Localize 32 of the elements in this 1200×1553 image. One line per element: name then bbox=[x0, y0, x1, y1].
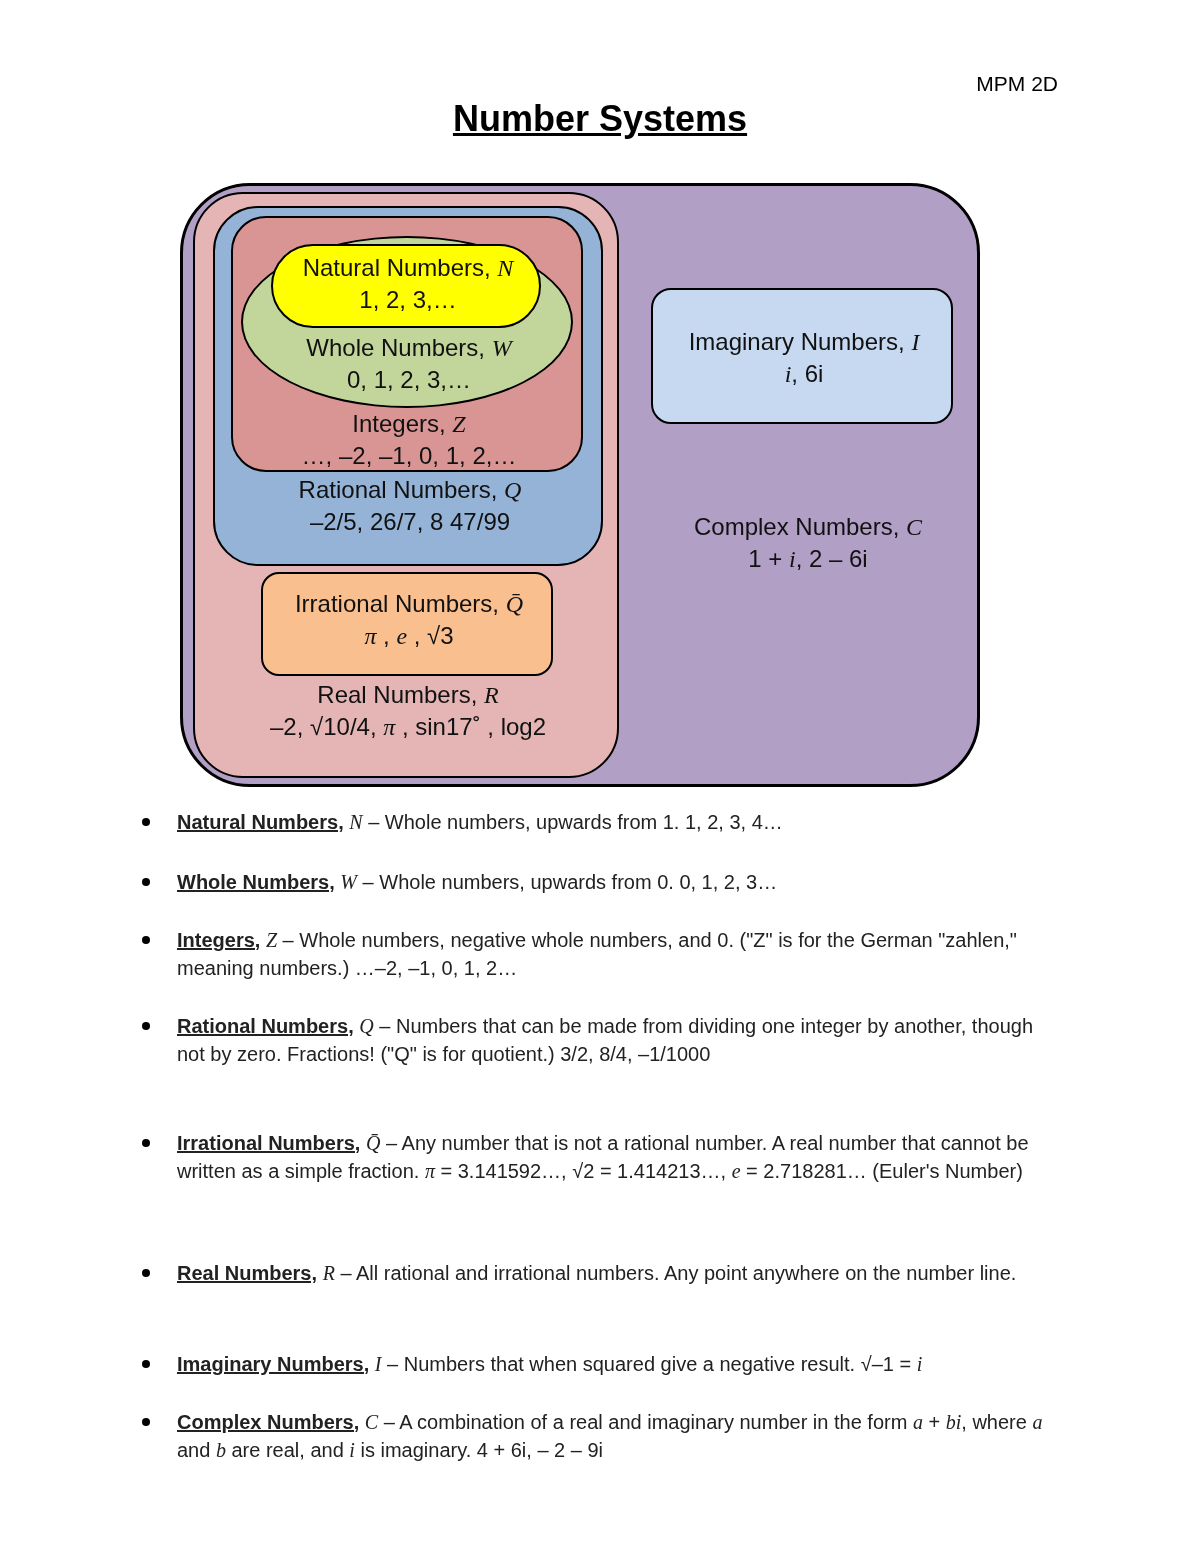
set-examples: –2/5, 26/7, 8 47/99 bbox=[309, 507, 511, 537]
set-examples: π , e , √3 bbox=[364, 621, 454, 651]
set-region bbox=[651, 288, 953, 424]
set-examples: …, –2, –1, 0, 1, 2,… bbox=[301, 441, 517, 471]
set-examples: 1, 2, 3,… bbox=[359, 285, 457, 315]
set-region bbox=[193, 192, 619, 778]
course-code: MPM 2D bbox=[976, 72, 1058, 96]
definition-text: Irrational Numbers, Q̄ – Any number that is not a rational number. A real number that cannot be written as a simple fraction. π = 3.141592…, √2 = 1.414213…, e = 2.718281… (Euler's Number) bbox=[177, 1131, 1030, 1184]
set-label: Whole Numbers, W bbox=[306, 333, 512, 363]
definition-text: Whole Numbers, W – Whole numbers, upwards from 0. 0, 1, 2, 3… bbox=[177, 870, 779, 895]
definition-text: Real Numbers, R – All rational and irrational numbers. Any point anywhere on the number line. bbox=[177, 1261, 1018, 1286]
set-examples: i, 6i bbox=[784, 359, 824, 389]
set-label: Real Numbers, R bbox=[317, 680, 499, 710]
set-label: Complex Numbers, C bbox=[693, 512, 923, 542]
definition-text: Integers, Z – Whole numbers, negative whole numbers, and 0. ("Z" is for the German "zahlen," meaning numbers.) …–2, –1, 0, 1, 2… bbox=[177, 928, 1018, 981]
set-region bbox=[213, 206, 603, 566]
set-region bbox=[180, 183, 980, 787]
definition-text: Natural Numbers, N – Whole numbers, upwards from 1. 1, 2, 3, 4… bbox=[177, 810, 784, 835]
page-title: Number Systems bbox=[452, 98, 748, 139]
definition-text: Complex Numbers, C – A combination of a real and imaginary number in the form a + bi, where a and b are real, and i is imaginary. 4 + 6i, – 2 – 9i bbox=[177, 1410, 1044, 1463]
set-examples: –2, √10/4, π , sin17˚ , log2 bbox=[270, 712, 546, 742]
definition-text: Rational Numbers, Q – Numbers that can be made from dividing one integer by another, though not by zero. Fractions! ("Q" is for quotient.) 3/2, 8/4, –1/1000 bbox=[177, 1014, 1034, 1067]
set-label: Irrational Numbers, Q̄ bbox=[294, 589, 524, 619]
set-region bbox=[231, 216, 583, 472]
set-label: Rational Numbers, Q bbox=[298, 475, 522, 505]
set-examples: 0, 1, 2, 3,… bbox=[346, 365, 472, 395]
set-label: Imaginary Numbers, I bbox=[688, 327, 920, 357]
definition-text: Imaginary Numbers, I – Numbers that when squared give a negative result. √–1 = i bbox=[177, 1352, 924, 1377]
set-examples: 1 + i, 2 – 6i bbox=[748, 544, 868, 574]
set-label: Natural Numbers, N bbox=[302, 253, 514, 283]
set-region bbox=[261, 572, 553, 676]
set-label: Integers, Z bbox=[352, 409, 466, 439]
